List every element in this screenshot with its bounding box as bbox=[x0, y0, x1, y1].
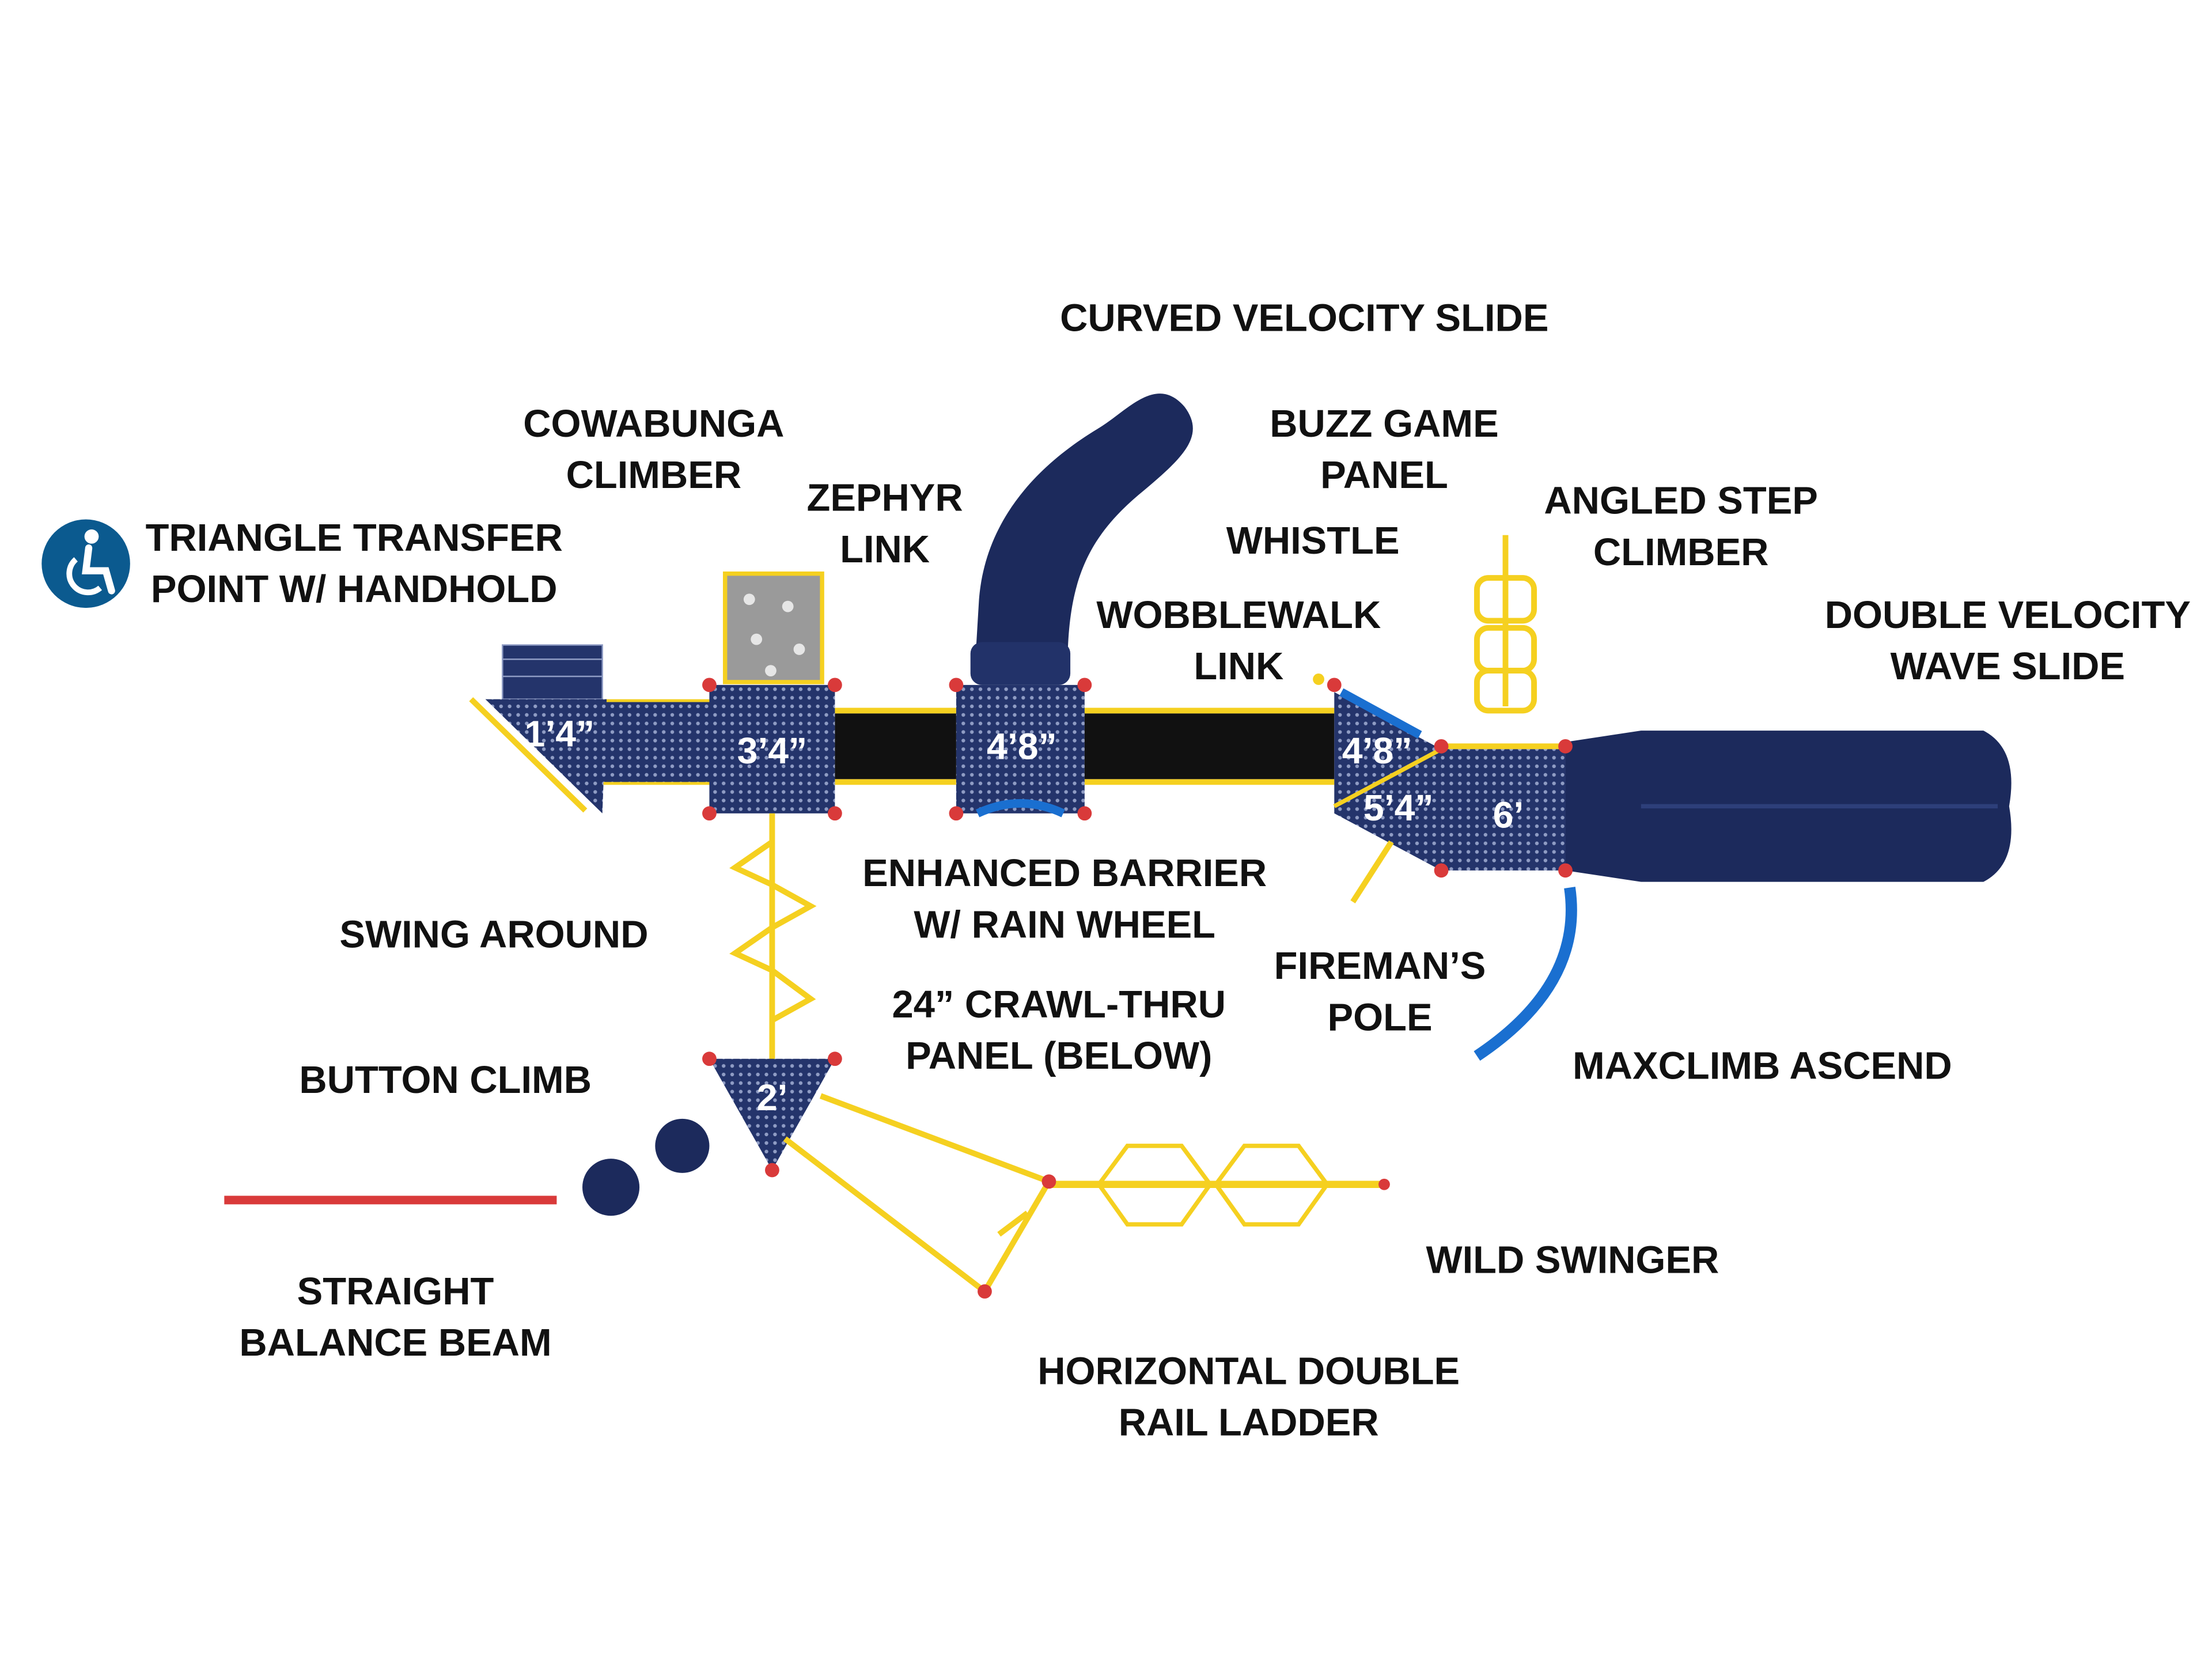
label-zephyr-2: LINK bbox=[840, 528, 930, 571]
zephyr-link bbox=[835, 713, 956, 780]
label-crawl-thru: 24” CRAWL-THRU bbox=[892, 983, 1226, 1026]
label-triangle-transfer: TRIANGLE TRANSFER bbox=[146, 516, 563, 559]
cowabunga-climber bbox=[722, 571, 824, 684]
label-horizontal-ladder: HORIZONTAL DOUBLE bbox=[1037, 1350, 1460, 1393]
enhanced-barrier-rain-wheel bbox=[975, 799, 1065, 818]
button-climb-2 bbox=[582, 1159, 640, 1216]
accessibility-icon bbox=[41, 519, 130, 608]
label-maxclimb: MAXCLIMB ASCEND bbox=[1573, 1044, 1952, 1087]
deck-height-5-4: 5’4” bbox=[1363, 787, 1434, 828]
deck-height-4-8: 4’8” bbox=[987, 726, 1057, 767]
label-buzz: BUZZ GAME bbox=[1270, 402, 1498, 445]
label-horizontal-ladder-2: RAIL LADDER bbox=[1119, 1401, 1379, 1444]
wild-swinger bbox=[1048, 1144, 1384, 1227]
label-triangle-transfer-2: POINT W/ HANDHOLD bbox=[151, 567, 558, 611]
label-wild-swinger: WILD SWINGER bbox=[1426, 1238, 1719, 1281]
label-angled: ANGLED STEP bbox=[1544, 479, 1818, 523]
triangle-transfer-point bbox=[485, 644, 714, 814]
label-wobblewalk-2: LINK bbox=[1194, 645, 1283, 688]
horizontal-double-rail-ladder bbox=[783, 1093, 1052, 1294]
deck-4-8 bbox=[956, 684, 1085, 814]
deck-2 bbox=[709, 1058, 835, 1170]
label-balance-beam-2: BALANCE BEAM bbox=[239, 1321, 551, 1364]
label-firemans: FIREMAN’S bbox=[1274, 944, 1486, 987]
button-climb-1 bbox=[655, 1118, 710, 1173]
label-curved-velocity-slide: CURVED VELOCITY SLIDE bbox=[1060, 297, 1548, 340]
label-crawl-thru-2: PANEL (BELOW) bbox=[906, 1034, 1212, 1077]
curved-velocity-slide bbox=[975, 394, 1193, 671]
label-balance-beam: STRAIGHT bbox=[297, 1270, 494, 1313]
label-enhanced-barrier: ENHANCED BARRIER bbox=[862, 852, 1267, 895]
label-double-velocity-2: WAVE SLIDE bbox=[1891, 645, 2125, 688]
label-enhanced-barrier-2: W/ RAIN WHEEL bbox=[914, 903, 1215, 946]
label-whistle: WHISTLE bbox=[1226, 519, 1400, 562]
firemans-pole bbox=[1350, 840, 1394, 904]
wobblewalk-link bbox=[1084, 713, 1335, 780]
label-firemans-2: POLE bbox=[1328, 996, 1433, 1039]
deck-height-6: 6’ bbox=[1493, 794, 1524, 836]
swing-around bbox=[729, 813, 817, 1064]
label-cowabunga-2: CLIMBER bbox=[566, 453, 742, 497]
deck-3-4 bbox=[709, 684, 835, 814]
deck-height-4-8-b: 4’8” bbox=[1342, 730, 1412, 771]
double-velocity-wave-slide bbox=[1565, 731, 2012, 882]
label-double-velocity: DOUBLE VELOCITY bbox=[1825, 593, 2191, 637]
deck-6 bbox=[1441, 749, 1566, 871]
label-buzz-2: PANEL bbox=[1320, 453, 1448, 497]
label-angled-2: CLIMBER bbox=[1593, 531, 1769, 574]
label-swing-around: SWING AROUND bbox=[339, 913, 648, 956]
label-wobblewalk: WOBBLEWALK bbox=[1096, 593, 1381, 637]
label-button-climb: BUTTON CLIMB bbox=[299, 1058, 592, 1102]
deck-height-2: 2’ bbox=[757, 1077, 788, 1118]
maxclimb-ascend bbox=[1474, 887, 1577, 1061]
deck-height-3-4: 3’4” bbox=[737, 730, 808, 771]
deck-height-1-4: 1’4” bbox=[525, 713, 595, 754]
label-zephyr: ZEPHYR bbox=[806, 476, 963, 520]
label-cowabunga: COWABUNGA bbox=[523, 402, 784, 445]
angled-step-climber bbox=[1474, 535, 1537, 714]
whistle bbox=[1313, 674, 1324, 685]
